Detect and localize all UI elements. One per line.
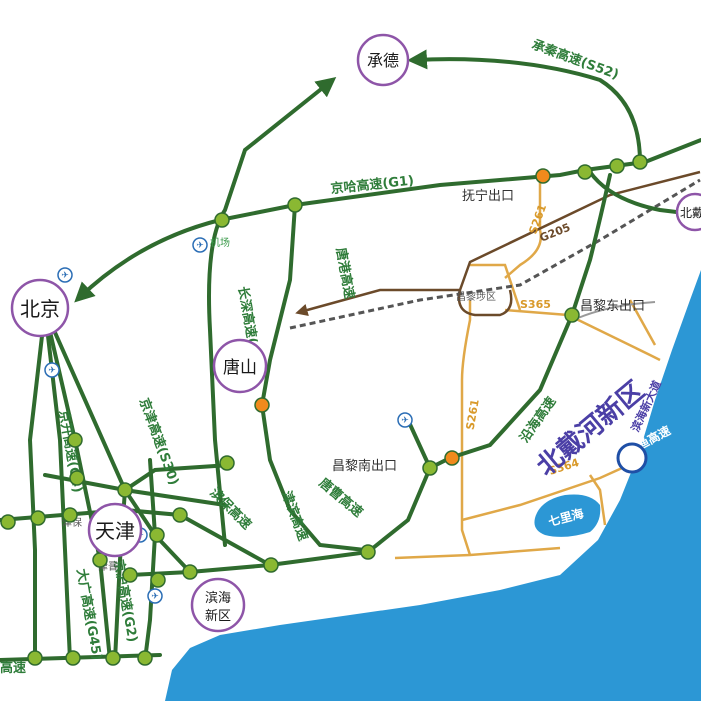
- node: [30, 510, 46, 526]
- node: [137, 650, 153, 666]
- node: [149, 527, 165, 543]
- city-ring-beidaihe: [675, 192, 701, 232]
- node: [214, 212, 230, 228]
- city-label-binhai-line1: 滨海: [205, 590, 231, 606]
- route-label-tangcao: 唐曹高速: [316, 475, 366, 521]
- node: [117, 482, 133, 498]
- city-label-chengde: 承德: [367, 51, 399, 70]
- route-label-yanhai: 沿海高速: [516, 394, 559, 446]
- city-ring-binhai: [190, 577, 246, 633]
- city-label-tianjin: 天津: [95, 519, 135, 543]
- node: [172, 507, 188, 523]
- city-label-beidaihe: 北戴: [680, 205, 701, 220]
- exit-label-funing: 抚宁出口: [462, 188, 514, 204]
- junction-funing: [535, 168, 551, 184]
- svg-text:✈: ✈: [401, 416, 409, 426]
- route-label-s261-south: S261: [464, 398, 482, 431]
- city-markers: [10, 33, 701, 633]
- node: [632, 154, 648, 170]
- node: [564, 307, 580, 323]
- route-label-s52: 承秦高速(S52): [530, 37, 621, 83]
- node: [577, 164, 593, 180]
- route-label-binbao: 滨保高速: [207, 485, 255, 533]
- node: [0, 514, 16, 530]
- svg-text:✈: ✈: [196, 241, 204, 251]
- node: [92, 552, 108, 568]
- city-ring-tianjin: [87, 502, 143, 558]
- node: [105, 650, 121, 666]
- city-ring-chengde: [356, 33, 410, 87]
- junction-tangshan: [254, 397, 270, 413]
- svg-text:✈: ✈: [61, 271, 69, 281]
- node: [422, 460, 438, 476]
- node: [609, 158, 625, 174]
- airport-icon: [44, 237, 413, 604]
- node: [69, 470, 85, 486]
- svg-text:✈: ✈: [151, 592, 159, 602]
- node: [27, 650, 43, 666]
- city-label-beijing: 北京: [20, 297, 60, 321]
- city-ring-beijing: [10, 278, 70, 338]
- route-label-jinghu: 津滨高速: [278, 489, 311, 543]
- node: [360, 544, 376, 560]
- route-label-bottom-left: 高速: [0, 660, 26, 676]
- node: [150, 572, 166, 588]
- node: [182, 564, 198, 580]
- route-label-g205: G205: [538, 221, 573, 245]
- route-label-s365: S365: [520, 298, 551, 311]
- interchange-nodes: [0, 154, 648, 666]
- railway-line: [289, 178, 701, 330]
- route-label-jingjin: 京津高速(S30): [136, 396, 182, 487]
- city-label-tangshan: 唐山: [223, 357, 257, 378]
- node: [287, 197, 303, 213]
- node: [62, 507, 78, 523]
- node: [65, 650, 81, 666]
- exit-label-changli-jiaocha: 昌黎埗区: [456, 290, 496, 303]
- changli-loop: [457, 289, 513, 317]
- node: [122, 567, 138, 583]
- district-location-marker: [616, 442, 648, 474]
- city-label-binhai-line2: 新区: [205, 608, 231, 624]
- city-ring-tangshan: [212, 338, 268, 394]
- qilihai-lagoon: [534, 494, 601, 537]
- exit-label-changli-east: 昌黎东出口: [580, 299, 645, 314]
- provincial-roads: [394, 180, 661, 560]
- local-road: [577, 301, 656, 319]
- svg-text:✈: ✈: [48, 366, 56, 376]
- route-label-tanggang: 唐港高速: [333, 246, 358, 300]
- g205-road: [295, 170, 701, 317]
- node: [263, 557, 279, 573]
- node: [219, 455, 235, 471]
- junction-changli-south: [444, 450, 460, 466]
- airport-label: 机场: [210, 236, 230, 249]
- exit-label-changli-south: 昌黎南出口: [332, 458, 397, 474]
- node: [67, 432, 83, 448]
- sea-area: [165, 270, 701, 701]
